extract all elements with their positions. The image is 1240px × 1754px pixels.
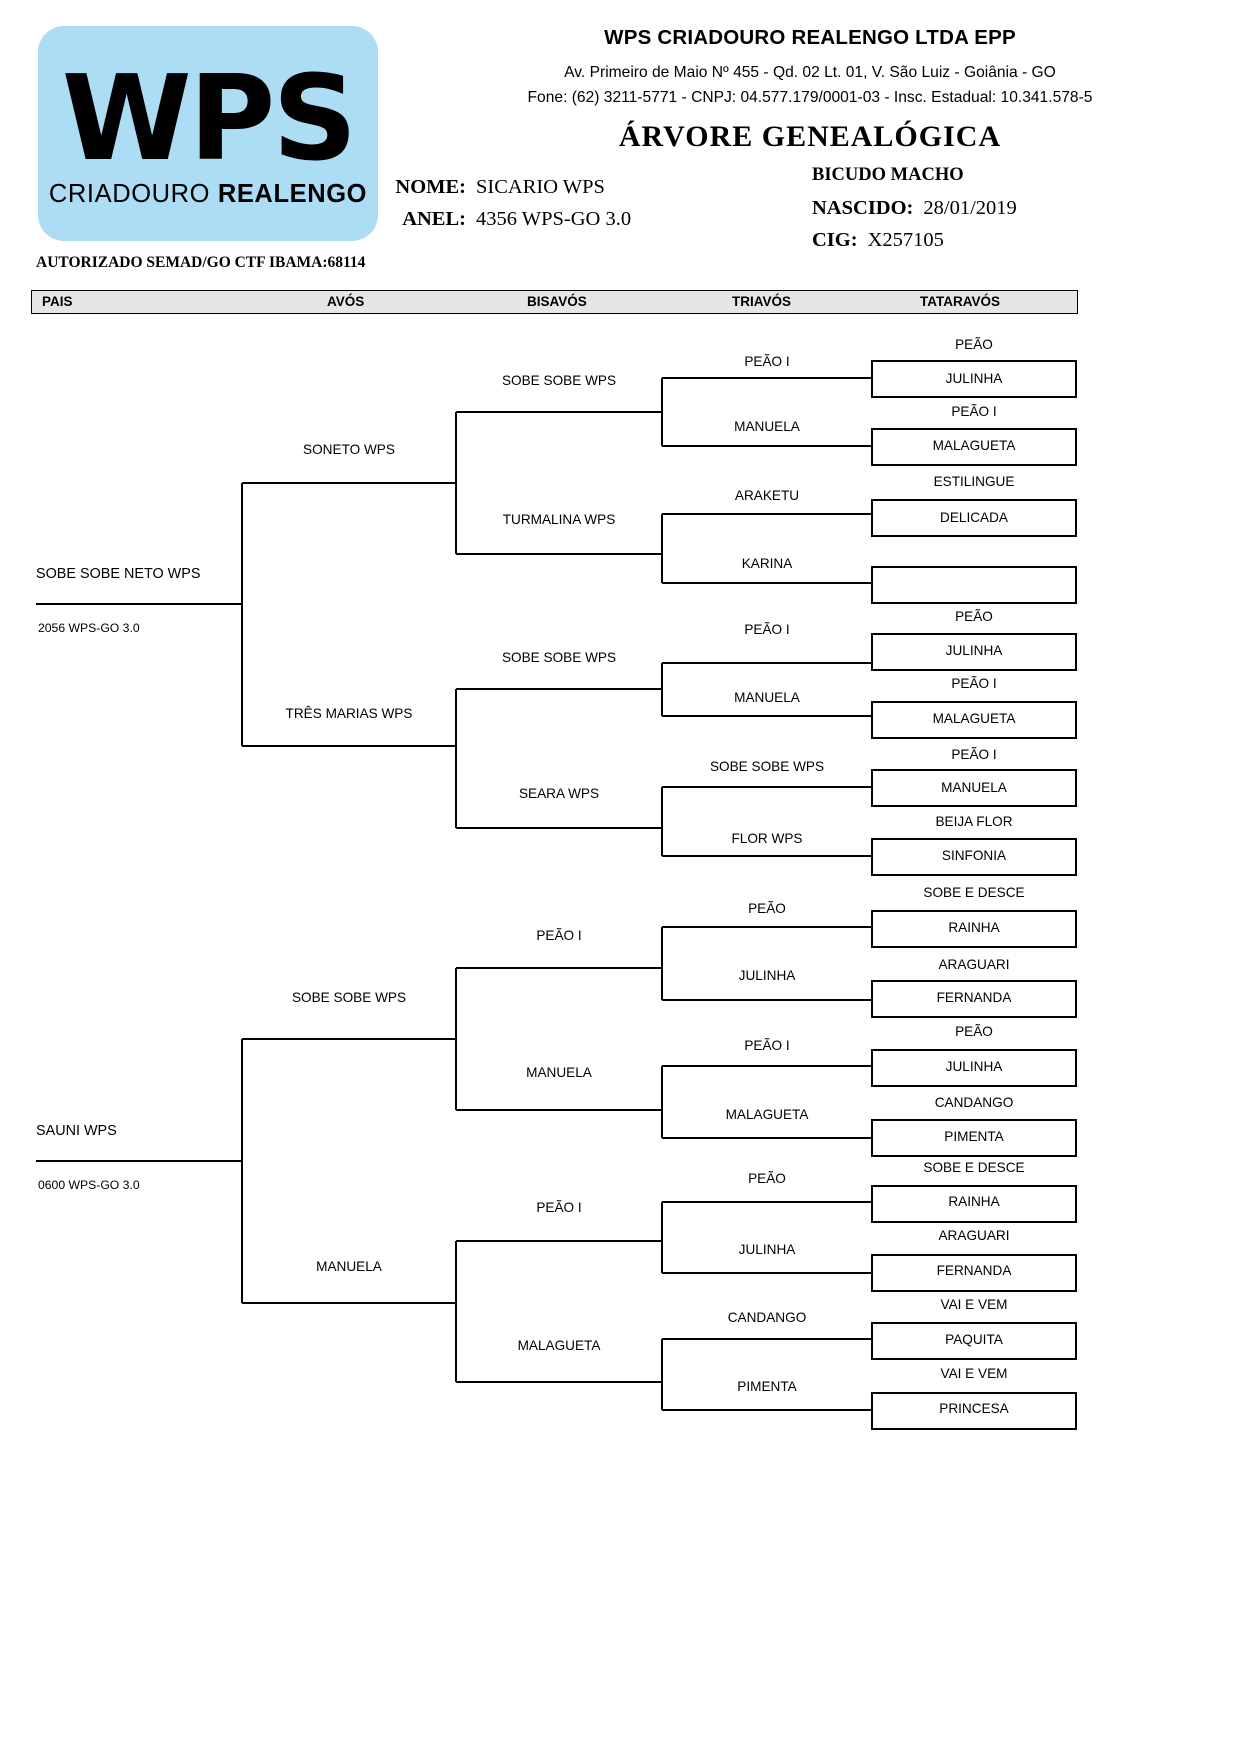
avo-name-1: TRÊS MARIAS WPS	[285, 706, 413, 721]
generation-header-bar: PAIS AVÓS BISAVÓS TRIAVÓS TATARAVÓS	[31, 290, 1078, 314]
company-contact: Fone: (62) 3211-5771 - CNPJ: 04.577.179/…	[527, 89, 1093, 106]
tataravo-name-24: SOBE E DESCE	[923, 1160, 1025, 1175]
tataravo-name-16: SOBE E DESCE	[923, 885, 1025, 900]
document-header: WPS CRIADOURO REALENGO WPS CRIADOURO REA…	[0, 0, 1240, 285]
tataravo-name-4: ESTILINGUE	[933, 474, 1015, 489]
triavo-name-1: MANUELA	[734, 419, 800, 434]
triavo-name-9: JULINHA	[738, 968, 796, 983]
bisavo-name-1: TURMALINA WPS	[502, 512, 616, 527]
logo-subtitle-thin: CRIADOURO	[48, 180, 218, 209]
column-header-pais: PAIS	[42, 294, 73, 309]
animal-identity-left: NOME: SICARIO WPS ANEL: 4356 WPS-GO 3.0	[392, 176, 631, 240]
company-logo: WPS CRIADOURO REALENGO	[38, 26, 378, 241]
column-header-tataravos: TATARAVÓS	[920, 294, 1000, 309]
bisavo-name-2: SOBE SOBE WPS	[501, 650, 617, 665]
tataravo-name-19: FERNANDA	[936, 990, 1012, 1005]
pai-ring-1: 0600 WPS-GO 3.0	[38, 1178, 140, 1192]
tataravo-name-8: PEÃO	[955, 609, 993, 624]
triavo-name-2: ARAKETU	[734, 488, 800, 503]
triavo-name-0: PEÃO I	[744, 354, 790, 369]
tataravo-name-2: PEÃO I	[951, 404, 997, 419]
animal-identity-right: BICUDO MACHO NASCIDO: 28/01/2019 CIG: X2…	[812, 165, 1017, 261]
triavo-name-7: FLOR WPS	[731, 831, 803, 846]
field-cig-label: CIG:	[812, 229, 858, 251]
bisavo-name-4: PEÃO I	[536, 928, 582, 943]
tataravo-name-12: PEÃO I	[951, 747, 997, 762]
triavo-name-6: SOBE SOBE WPS	[709, 759, 825, 774]
triavo-name-10: PEÃO I	[744, 1038, 790, 1053]
tataravo-name-1: JULINHA	[945, 371, 1003, 386]
tataravo-name-18: ARAGUARI	[938, 957, 1010, 972]
pai-name-1: SAUNI WPS	[36, 1123, 117, 1139]
logo-subtitle: CRIADOURO REALENGO	[49, 180, 367, 209]
tataravo-name-11: MALAGUETA	[932, 711, 1016, 726]
field-anel-label: ANEL:	[402, 208, 466, 230]
tataravo-name-9: JULINHA	[945, 643, 1003, 658]
tataravo-name-5: DELICADA	[940, 510, 1008, 525]
field-cig: CIG: X257105	[812, 229, 1017, 252]
tataravo-name-0: PEÃO	[955, 337, 993, 352]
pai-name-0: SOBE SOBE NETO WPS	[36, 566, 201, 582]
tataravo-name-30: VAI E VEM	[940, 1366, 1008, 1381]
field-nome-value: SICARIO WPS	[476, 176, 605, 198]
triavo-name-8: PEÃO	[748, 901, 786, 916]
tataravo-name-27: FERNANDA	[936, 1263, 1012, 1278]
avo-name-0: SONETO WPS	[303, 442, 395, 457]
bisavo-name-6: PEÃO I	[536, 1200, 582, 1215]
page-title: ÁRVORE GENEALÓGICA	[618, 120, 1002, 153]
triavo-name-4: PEÃO I	[744, 622, 790, 637]
field-nascido: NASCIDO: 28/01/2019	[812, 197, 1017, 220]
company-name: WPS CRIADOURO REALENGO LTDA EPP	[604, 26, 1016, 49]
triavo-name-11: MALAGUETA	[725, 1107, 809, 1122]
avo-name-2: SOBE SOBE WPS	[291, 990, 407, 1005]
column-header-triavos: TRIAVÓS	[732, 294, 792, 309]
triavo-name-12: PEÃO	[748, 1171, 786, 1186]
tataravo-name-25: RAINHA	[948, 1194, 1000, 1209]
triavo-name-14: CANDANGO	[727, 1310, 807, 1325]
company-address: Av. Primeiro de Maio Nº 455 - Qd. 02 Lt.…	[564, 64, 1056, 81]
bisavo-name-3: SEARA WPS	[518, 786, 600, 801]
tataravo-name-15: SINFONIA	[941, 848, 1007, 863]
bisavo-name-0: SOBE SOBE WPS	[501, 373, 617, 388]
tataravo-name-3: MALAGUETA	[932, 438, 1016, 453]
bisavo-name-5: MANUELA	[526, 1065, 592, 1080]
logo-wordmark: WPS	[61, 48, 358, 187]
field-anel-value: 4356 WPS-GO 3.0	[476, 208, 632, 230]
tataravo-name-14: BEIJA FLOR	[935, 814, 1013, 829]
avo-name-3: MANUELA	[316, 1259, 382, 1274]
species-sex: BICUDO MACHO	[812, 165, 964, 185]
pai-ring-0: 2056 WPS-GO 3.0	[38, 621, 140, 635]
tataravo-name-23: PIMENTA	[944, 1129, 1004, 1144]
bisavo-name-7: MALAGUETA	[517, 1338, 601, 1353]
tataravo-name-13: MANUELA	[941, 780, 1007, 795]
tataravo-name-31: PRINCESA	[939, 1401, 1009, 1416]
triavo-name-15: PIMENTA	[737, 1379, 797, 1394]
tataravo-name-10: PEÃO I	[951, 676, 997, 691]
field-nascido-label: NASCIDO:	[812, 197, 914, 219]
field-nome: NOME: SICARIO WPS	[392, 176, 631, 199]
column-header-avos: AVÓS	[327, 294, 365, 309]
field-cig-value: X257105	[867, 229, 944, 251]
field-nascido-value: 28/01/2019	[923, 197, 1017, 219]
tataravo-name-17: RAINHA	[948, 920, 1000, 935]
tataravo-name-21: JULINHA	[945, 1059, 1003, 1074]
authorization-note: AUTORIZADO SEMAD/GO CTF IBAMA:68114	[36, 254, 366, 271]
triavo-name-13: JULINHA	[738, 1242, 796, 1257]
triavo-name-3: KARINA	[741, 556, 793, 571]
tataravo-name-26: ARAGUARI	[938, 1228, 1010, 1243]
field-anel: ANEL: 4356 WPS-GO 3.0	[392, 208, 631, 231]
tataravo-name-28: VAI E VEM	[940, 1297, 1008, 1312]
tataravo-name-20: PEÃO	[955, 1024, 993, 1039]
field-nome-label: NOME:	[395, 176, 466, 198]
logo-subtitle-bold: REALENGO	[217, 180, 368, 209]
triavo-name-5: MANUELA	[734, 690, 800, 705]
company-block: WPS CRIADOURO REALENGO LTDA EPP Av. Prim…	[400, 26, 1220, 107]
tataravo-name-22: CANDANGO	[934, 1095, 1014, 1110]
column-header-bisavos: BISAVÓS	[527, 294, 587, 309]
tataravo-name-29: PAQUITA	[945, 1332, 1003, 1347]
